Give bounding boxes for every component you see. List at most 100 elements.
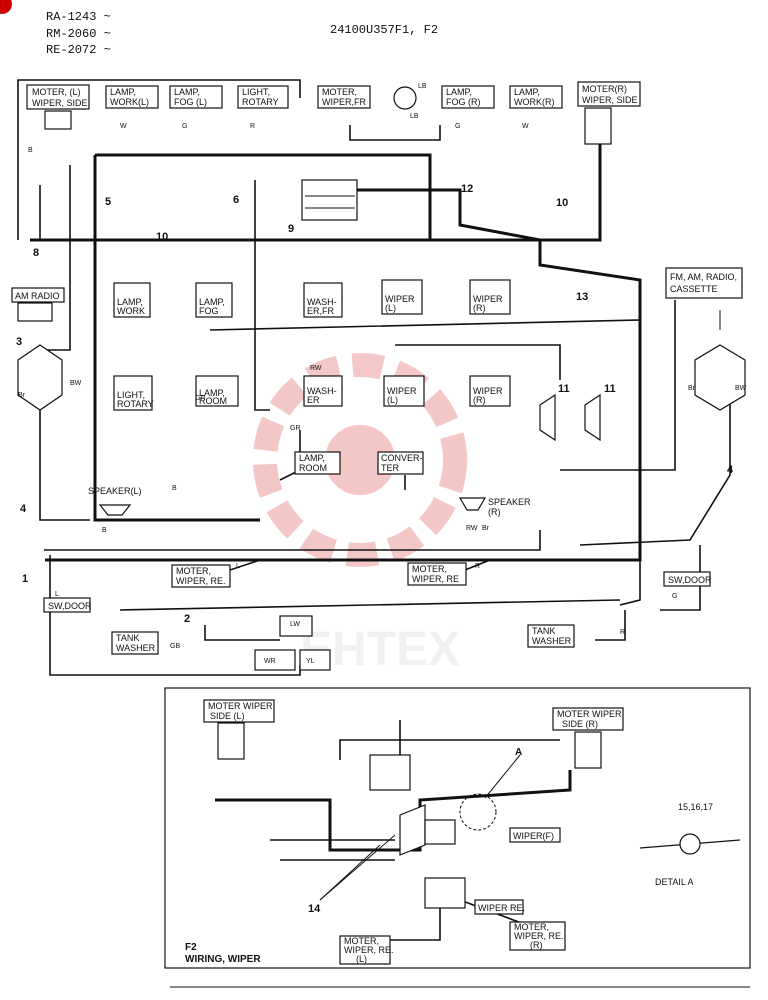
svg-text:L: L	[55, 591, 59, 598]
svg-text:W: W	[120, 123, 127, 130]
wire-number-2: 2	[184, 613, 190, 625]
component-motor-wiper-re-1: MOTER, WIPER, RE.	[171, 564, 231, 588]
svg-text:MOTER,: MOTER,	[322, 87, 357, 97]
svg-text:(R): (R)	[488, 507, 501, 517]
component-motor-wiper-fr: MOTER, WIPER,FR	[317, 85, 417, 110]
connector-wiper-l-2: WIPER (L)	[383, 375, 425, 407]
svg-text:TER: TER	[381, 463, 400, 473]
svg-text:(R): (R)	[473, 395, 486, 405]
svg-text:(L): (L)	[385, 303, 396, 313]
svg-text:ER: ER	[307, 395, 320, 405]
component-motor-wiper-side-r: MOTER(R) WIPER, SIDE	[577, 81, 641, 145]
svg-text:CASSETTE: CASSETTE	[670, 284, 718, 294]
svg-text:GB: GB	[170, 643, 180, 650]
svg-text:LB: LB	[418, 83, 427, 90]
svg-text:WIPER: WIPER	[387, 386, 417, 396]
svg-text:(R): (R)	[473, 303, 486, 313]
connector-light-rotary: LIGHT, ROTARY	[113, 375, 154, 411]
svg-text:LAMP,: LAMP,	[117, 297, 143, 307]
detail-f2: MOTER WIPER SIDE (L) MOTER WIPER SIDE (R…	[164, 687, 751, 988]
svg-text:WIPER: WIPER	[473, 386, 503, 396]
svg-text:GR: GR	[290, 425, 301, 432]
svg-text:WIPER(F): WIPER(F)	[513, 831, 554, 841]
svg-text:WASH-: WASH-	[307, 386, 337, 396]
svg-text:WORK(R): WORK(R)	[514, 97, 555, 107]
wire-number-10-left: 10	[156, 231, 168, 243]
model-line-1: RA-1243 ~	[46, 10, 111, 24]
wire-number-5: 5	[105, 196, 111, 208]
svg-text:WIPER, RE: WIPER, RE	[412, 574, 459, 584]
wiper-motor-11-left	[539, 393, 556, 442]
wire-number-12: 12	[461, 183, 473, 195]
detail-title-1: F2	[185, 942, 197, 953]
svg-text:WIPER, RE.: WIPER, RE.	[344, 945, 394, 955]
svg-text:ROOM: ROOM	[299, 463, 327, 473]
connector-wiper-l-1: WIPER (L)	[381, 279, 423, 315]
component-motor-wiper-re-2: MOTER, WIPER, RE	[407, 562, 467, 586]
svg-text:TANK: TANK	[532, 626, 555, 636]
svg-text:MOTER(R): MOTER(R)	[582, 84, 627, 94]
svg-text:LIGHT,: LIGHT,	[242, 87, 270, 97]
svg-text:MOTER,: MOTER,	[176, 566, 211, 576]
svg-text:AM RADIO: AM RADIO	[15, 291, 60, 301]
svg-text:WASHER: WASHER	[532, 636, 572, 646]
svg-text:ROTARY: ROTARY	[242, 97, 279, 107]
svg-text:WASHER: WASHER	[116, 643, 156, 653]
connector-washer-2: WASH- ER	[303, 375, 343, 407]
svg-text:MOTER WIPER: MOTER WIPER	[208, 701, 273, 711]
svg-text:CONVER-: CONVER-	[381, 453, 423, 463]
svg-text:LIGHT,: LIGHT,	[117, 390, 145, 400]
component-lamp-fog-l-top: LAMP, FOG (L)	[169, 85, 223, 109]
svg-text:FOG (R): FOG (R)	[446, 97, 481, 107]
svg-text:G: G	[182, 123, 187, 130]
svg-text:MOTER, (L): MOTER, (L)	[32, 87, 81, 97]
main-connector-block	[301, 179, 358, 221]
detail-callout-parts: 15,16,17	[678, 802, 713, 812]
component-tank-washer-l: TANK WASHER	[111, 631, 159, 655]
wire-number-4-right: 4	[727, 464, 734, 476]
wire-number-10-right: 10	[556, 197, 568, 209]
connector-lamp-room: LAMP, ROOM	[195, 375, 239, 407]
svg-text:WIPER, RE.: WIPER, RE.	[176, 576, 226, 586]
svg-text:W: W	[522, 123, 529, 130]
svg-text:L: L	[236, 563, 240, 570]
svg-text:GR: GR	[195, 395, 206, 402]
svg-text:G: G	[455, 123, 460, 130]
svg-text:BW: BW	[70, 380, 82, 387]
header: RA-1243 ~ RM-2060 ~ RE-2072 ~ 24100U357F…	[0, 0, 438, 57]
corner-mark-icon	[0, 0, 12, 14]
component-converter: CONVER- TER	[377, 451, 424, 475]
component-motor-wiper-side-l: MOTER, (L) WIPER, SIDE	[26, 84, 90, 130]
svg-text:B: B	[102, 527, 107, 534]
part-number: 24100U357F1, F2	[330, 23, 438, 37]
svg-text:B: B	[28, 147, 33, 154]
svg-text:WIPER, RE.: WIPER, RE.	[514, 931, 564, 941]
svg-text:LAMP,: LAMP,	[174, 87, 200, 97]
detail-title-2: WIRING, WIPER	[185, 954, 261, 965]
connector-wiper-r-1: WIPER (R)	[469, 279, 511, 315]
svg-text:SPEAKER(L): SPEAKER(L)	[88, 486, 142, 496]
component-sw-door-l: SW,DOOR	[43, 597, 92, 613]
svg-text:LB: LB	[410, 113, 419, 120]
svg-text:WIPER RE.: WIPER RE.	[478, 903, 525, 913]
wire-number-9: 9	[288, 223, 294, 235]
component-lamp-work-r-top: LAMP, WORK(R)	[509, 85, 563, 109]
svg-text:SIDE (L): SIDE (L)	[210, 711, 245, 721]
model-line-2: RM-2060 ~	[46, 27, 111, 41]
svg-text:ROTARY: ROTARY	[117, 399, 154, 409]
svg-text:LAMP,: LAMP,	[110, 87, 136, 97]
svg-text:WIPER, SIDE: WIPER, SIDE	[32, 98, 88, 108]
svg-text:RW: RW	[310, 365, 322, 372]
wire-number-8: 8	[33, 247, 39, 259]
svg-text:WASH-: WASH-	[307, 297, 337, 307]
connector-lamp-work: LAMP, WORK	[113, 282, 151, 318]
wire-color-labels: B W G R G W LB LB RW Br BW GR GR Br BW W…	[18, 83, 747, 665]
svg-text:FOG (L): FOG (L)	[174, 97, 207, 107]
svg-text:Br: Br	[482, 525, 490, 532]
wire-number-11-right: 11	[604, 383, 616, 395]
svg-text:LAMP,: LAMP,	[299, 453, 325, 463]
svg-text:WIPER,FR: WIPER,FR	[322, 97, 366, 107]
detail-callout-14: 14	[308, 903, 321, 915]
svg-text:LAMP,: LAMP,	[514, 87, 540, 97]
svg-text:(L): (L)	[356, 954, 367, 964]
